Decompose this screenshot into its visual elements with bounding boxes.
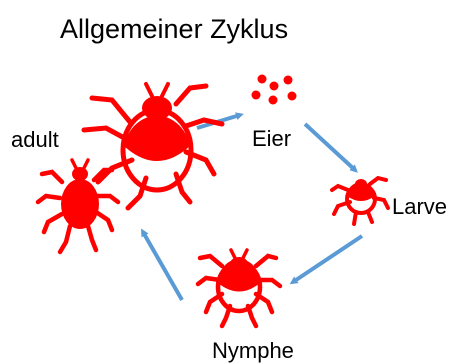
arrow-eggs-to-larva bbox=[305, 124, 355, 170]
arrow-nymph-to-adult bbox=[143, 232, 182, 300]
diagram-title: Allgemeiner Zyklus bbox=[60, 14, 288, 44]
label-adult: adult bbox=[11, 127, 59, 152]
larva-tick-icon bbox=[332, 178, 388, 224]
adult-tick-large-icon bbox=[84, 84, 222, 208]
label-larva: Larve bbox=[392, 194, 447, 219]
eggs-icon bbox=[252, 75, 297, 105]
arrow-larva-to-nymph bbox=[293, 236, 362, 282]
nymph-tick-icon bbox=[198, 250, 280, 326]
label-nymph: Nymphe bbox=[212, 338, 294, 363]
label-eggs: Eier bbox=[252, 126, 291, 151]
